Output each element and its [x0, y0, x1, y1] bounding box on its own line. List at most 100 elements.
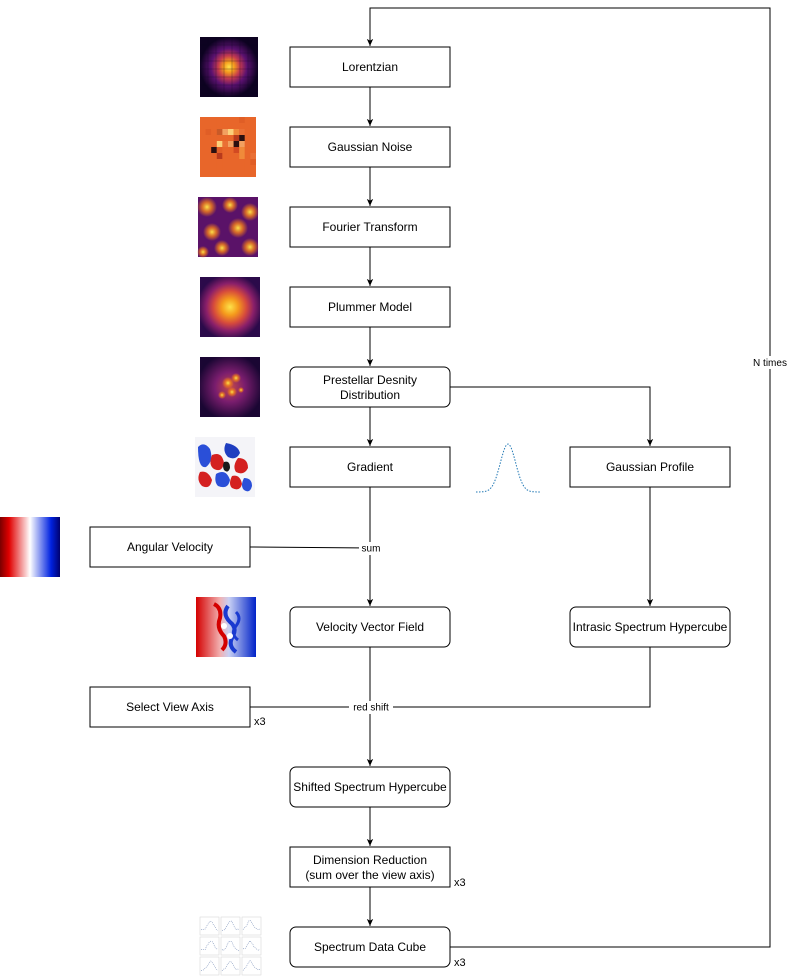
- noise-cell: [244, 171, 251, 177]
- noise-cell: [228, 117, 234, 123]
- noise-cell: [222, 165, 228, 171]
- noise-cell: [233, 135, 240, 141]
- noise-cell: [228, 147, 234, 153]
- multiplier-select-view-axis: x3: [254, 716, 266, 728]
- svg-text:Lorentzian: Lorentzian: [342, 60, 398, 74]
- spectrum-panel: [241, 956, 262, 976]
- noise-cell: [233, 147, 240, 153]
- noise-cell: [228, 123, 234, 129]
- node-velocity-vector-field: Velocity Vector Field: [289, 606, 451, 648]
- noise-cell: [228, 171, 234, 177]
- noise-cell: [244, 165, 251, 171]
- noise-cell: [222, 117, 228, 123]
- edge-label-n-times: N times: [748, 356, 789, 369]
- noise-cell: [250, 153, 256, 159]
- noise-cell: [228, 165, 234, 171]
- noise-cell: [200, 165, 206, 171]
- noise-cell: [211, 117, 217, 123]
- node-dimension-reduction: Dimension Reduction (sum over the view a…: [289, 846, 451, 888]
- noise-cell: [200, 117, 206, 123]
- noise-cell: [244, 117, 251, 123]
- noise-cell: [211, 129, 217, 135]
- noise-cell: [216, 135, 223, 141]
- velocity-field-thumbnail: [196, 597, 256, 657]
- node-plummer-model: Plummer Model: [289, 286, 451, 328]
- fourier-transform-thumbnail: [197, 197, 259, 258]
- edge-intrinsic-redshift: [370, 647, 651, 708]
- spectrum-line: [200, 921, 218, 931]
- noise-cell: [233, 123, 240, 129]
- node-prestellar-density: Prestellar Desnity Distribution: [289, 366, 451, 408]
- noise-cell: [205, 159, 212, 165]
- node-shifted-spectrum-hypercube: Shifted Spectrum Hypercube: [289, 766, 451, 808]
- spectrum-panel: [220, 956, 241, 976]
- noise-cell: [216, 165, 223, 171]
- noise-cell: [250, 171, 256, 177]
- noise-cell: [211, 123, 217, 129]
- noise-cell: [205, 171, 212, 177]
- noise-cell: [228, 159, 234, 165]
- noise-cell: [222, 159, 228, 165]
- spectrum-line: [242, 919, 260, 931]
- node-fourier-transform: Fourier Transform: [289, 206, 451, 248]
- spectrum-panel: [199, 956, 220, 976]
- noise-cell: [250, 135, 256, 141]
- noise-cell: [222, 147, 228, 153]
- noise-cell: [216, 123, 223, 129]
- noise-cell: [200, 123, 206, 129]
- noise-cell: [211, 153, 217, 159]
- noise-cell: [211, 159, 217, 165]
- noise-cell: [250, 147, 256, 153]
- noise-cell: [222, 129, 228, 135]
- spectrum-panel: [220, 916, 241, 936]
- node-angular-velocity: Angular Velocity: [89, 526, 251, 568]
- svg-text:Intrasic Spectrum Hypercube: Intrasic Spectrum Hypercube: [573, 620, 728, 634]
- noise-cell: [216, 141, 223, 147]
- plummer-model-thumbnail: [200, 277, 260, 337]
- noise-cell: [233, 117, 240, 123]
- noise-cell: [205, 147, 212, 153]
- noise-cell: [211, 135, 217, 141]
- gaussian-profile-thumbnail: [476, 443, 540, 493]
- noise-cell: [244, 129, 251, 135]
- noise-cell: [200, 135, 206, 141]
- noise-cell: [200, 171, 206, 177]
- svg-text:Fourier Transform: Fourier Transform: [322, 220, 417, 234]
- noise-cell: [239, 171, 245, 177]
- noise-cell: [222, 153, 228, 159]
- lorentzian-thumbnail: [200, 37, 258, 97]
- noise-cell: [216, 117, 223, 123]
- edges: [249, 7, 771, 948]
- svg-text:sum: sum: [362, 544, 381, 555]
- node-spectrum-data-cube: Spectrum Data Cube: [289, 926, 451, 968]
- spectrum-panel: [241, 936, 262, 956]
- node-select-view-axis: Select View Axis: [89, 686, 251, 728]
- svg-text:Spectrum Data Cube: Spectrum Data Cube: [314, 940, 426, 954]
- svg-text:N times: N times: [753, 358, 787, 369]
- edge-label-sum: sum: [359, 542, 383, 555]
- svg-text:Gaussian Noise: Gaussian Noise: [328, 140, 413, 154]
- noise-cell: [233, 171, 240, 177]
- svg-text:Gradient: Gradient: [347, 460, 394, 474]
- spectrum-line: [200, 940, 218, 951]
- noise-cell: [216, 171, 223, 177]
- svg-text:Select View Axis: Select View Axis: [126, 700, 214, 714]
- noise-cell: [205, 117, 212, 123]
- noise-cell: [211, 147, 217, 153]
- noise-cell: [250, 141, 256, 147]
- svg-text:Angular Velocity: Angular Velocity: [127, 540, 213, 554]
- gradient-thumbnail: [195, 437, 255, 497]
- svg-text:Prestellar Desnity: Prestellar Desnity: [323, 373, 417, 387]
- noise-cell: [200, 141, 206, 147]
- noise-cell: [233, 165, 240, 171]
- noise-cell: [233, 159, 240, 165]
- noise-cell: [233, 153, 240, 159]
- node-gaussian-noise: Gaussian Noise: [289, 126, 451, 168]
- noise-cell: [239, 147, 245, 153]
- noise-cell: [239, 129, 245, 135]
- noise-cell: [200, 159, 206, 165]
- spectrum-panel: [241, 916, 262, 936]
- noise-cell: [244, 159, 251, 165]
- noise-cell: [228, 129, 234, 135]
